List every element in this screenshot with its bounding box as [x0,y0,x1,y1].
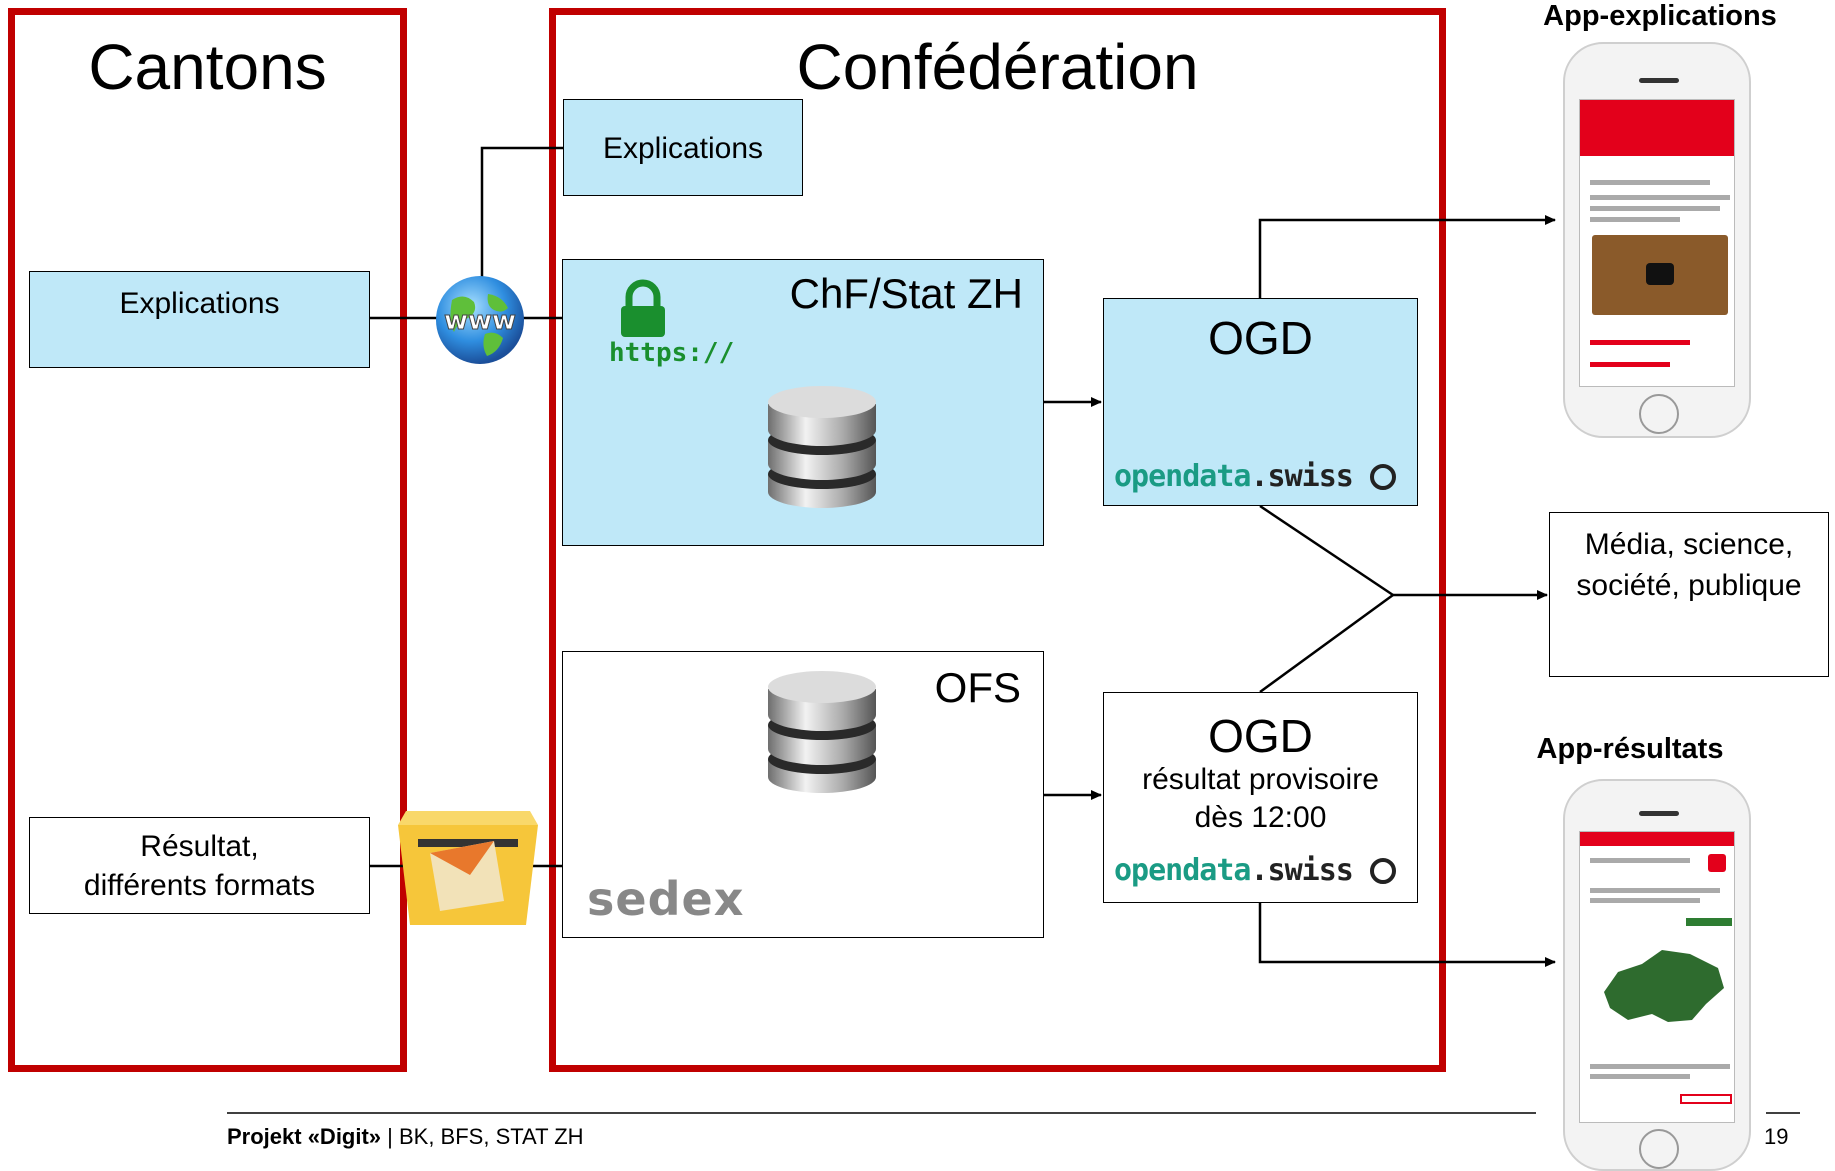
switzerland-map [1598,942,1728,1030]
cantons-resultat-box: Résultat, différents formats [29,817,370,914]
ofs-label: OFS [934,664,1021,711]
video-thumbnail [1592,235,1728,315]
ogd-top-box: OGD opendata.swiss [1103,298,1418,506]
home-button [1639,394,1679,434]
cantons-resultat-label: Résultat, différents formats [83,830,316,902]
footer-text: Projekt «Digit» | BK, BFS, STAT ZH [227,1124,584,1150]
opendata-ring-icon [1369,858,1396,884]
conf-explications-box: Explications [563,99,803,196]
database-icon [764,380,880,512]
opendata-ring-icon [1369,464,1396,490]
opendata-logo-top: opendata.swiss [1114,459,1396,494]
cantons-explications-label: Explications [119,287,280,320]
opendata-brand-b: .swiss [1250,853,1354,888]
sedex-text: sedex [587,872,745,926]
ogd-bottom-line1: résultat provisoire [1142,763,1379,796]
ogd-bottom-title: OGD [1208,710,1313,762]
app-resultats-title: App-résultats [1536,733,1724,765]
conf-explications-label: Explications [602,132,764,165]
cantons-title: Cantons [88,31,327,103]
phone-speaker [1639,78,1679,83]
home-button [1639,1129,1679,1169]
opendata-brand-a: opendata [1114,853,1251,888]
phone-speaker [1639,811,1679,816]
play-icon [1646,263,1674,285]
result-bar [1686,918,1732,926]
globe-www-icon: www [430,272,530,368]
confederation-frame: Confédération [549,8,1446,1072]
footer-project: Projekt «Digit» [227,1124,382,1149]
app-explications-title: App-explications [1543,0,1777,32]
https-label: https:// [609,338,735,368]
sedex-logo: sedex [587,872,744,926]
cantons-frame: Cantons [8,8,407,1072]
page-number: 19 [1764,1124,1789,1149]
opendata-brand-b: .swiss [1250,459,1354,494]
lock-icon [618,279,668,339]
opendata-brand-a: opendata [1114,459,1251,494]
swiss-flag-icon [1708,854,1726,872]
phone-screen [1579,831,1735,1123]
chf-stat-label: ChF/Stat ZH [789,270,1023,317]
opendata-logo-bottom: opendata.swiss [1114,853,1396,888]
confederation-title: Confédération [796,31,1199,103]
footer-rest: | BK, BFS, STAT ZH [381,1124,584,1149]
phone-screen [1579,99,1735,387]
media-label: Média, science, société, publique [1576,528,1802,602]
result-bar-red [1680,1094,1732,1104]
ogd-top-title: OGD [1208,312,1313,364]
ogd-bottom-line2: dès 12:00 [1194,801,1327,834]
ogd-bottom-box: OGD résultat provisoire dès 12:00 openda… [1103,692,1418,903]
mailbox-icon [390,805,546,927]
phone-explications [1563,42,1751,438]
database-icon [764,665,880,797]
ofs-box: OFS sedex [562,651,1044,938]
svg-text:www: www [444,306,516,336]
cantons-explications-box: Explications [29,271,370,368]
media-box: Média, science, société, publique [1549,512,1829,677]
phone-resultats [1563,779,1751,1171]
